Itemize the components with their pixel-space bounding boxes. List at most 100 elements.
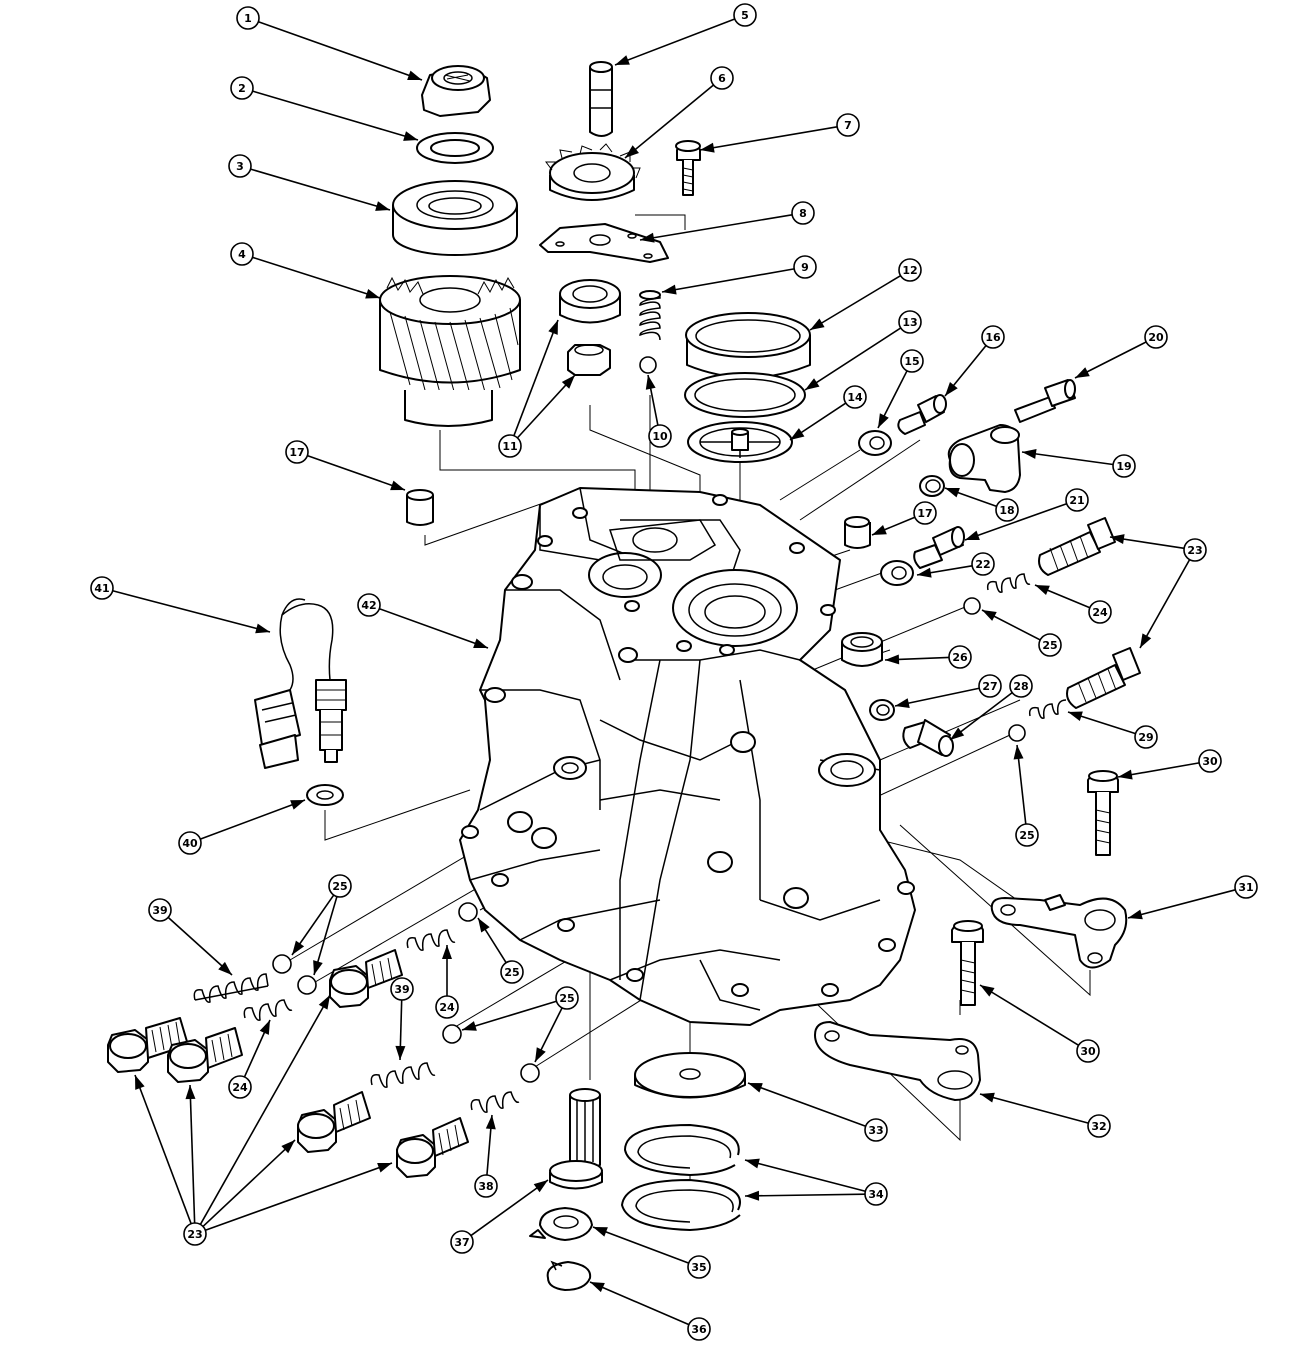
leader-arrow-c37-0 [533,1180,548,1193]
leader-line-c6-0 [624,84,715,159]
callout-number: 35 [691,1261,706,1274]
callout-circle [648,424,672,448]
callout-number: 30 [1202,755,1218,768]
leader-arrow-c35-0 [593,1227,608,1237]
callout-c27: 27 [978,674,1002,698]
callout-circle [1198,749,1222,773]
callout-number: 20 [1148,331,1164,344]
leader-arrow-c6-0 [625,145,639,158]
callout-number: 39 [152,904,167,917]
leader-line-c35-0 [592,1226,689,1264]
callout-circle [981,325,1005,349]
callout-number: 25 [1042,639,1057,652]
callout-c16: 16 [981,325,1005,349]
leader-arrow-c24c-0 [442,945,452,959]
shaft [589,61,613,137]
retainer-plate [539,223,669,263]
leader-arrow-c18-0 [945,487,960,498]
callout-circle [90,576,114,600]
callout-number: 3 [236,160,244,173]
leader-line-c12-0 [809,274,901,331]
callout-number: 33 [868,1124,883,1137]
callout-circle [1088,600,1112,624]
callout-circle [1144,325,1168,349]
transmission-case-housing [459,487,916,1026]
cover-plate [634,1052,746,1099]
oil-strainer [549,1088,603,1190]
callout-c25b: 25 [1015,823,1039,847]
plug-23-lower-left-b [167,1027,243,1083]
check-ball-25-b [297,975,317,995]
callout-c24a: 24 [1088,600,1112,624]
leader-line-c19-0 [1021,451,1114,466]
leader-arrow-c25c-1 [313,960,323,975]
leader-arrow-c25b-0 [1013,745,1024,760]
callout-number: 40 [182,837,198,850]
callout-circle [791,201,815,225]
leader-arrow-c22-0 [917,567,932,578]
leader-line-c40-0 [200,799,306,840]
bushing [841,632,883,667]
callout-number: 37 [454,1236,469,1249]
leader-arrow-c39b-0 [395,1045,406,1060]
leader-line-c23b-3 [202,1139,296,1228]
callout-c19: 19 [1112,454,1136,478]
callout-number: 6 [718,72,726,85]
elbow-fitting [947,424,1021,493]
leader-arrow-c21-0 [965,530,980,540]
callout-circle [898,310,922,334]
callout-c21: 21 [1065,488,1089,512]
leader-arrow-c8-0 [640,232,655,243]
spring-24-center [406,929,456,951]
callout-c14: 14 [843,385,867,409]
callout-number: 7 [844,119,852,132]
leader-arrow-c41-0 [255,623,270,634]
callout-number: 10 [652,430,668,443]
callout-number: 29 [1138,731,1153,744]
bracket-31 [990,894,1128,969]
callout-circle [1015,823,1039,847]
leader-arrow-c34-1 [745,1190,760,1201]
callout-circle [900,349,924,373]
bolt-21 [913,526,965,569]
callout-number: 16 [985,331,1001,344]
leader-arrow-c23b-3 [281,1140,295,1154]
leader-line-c17a-0 [307,454,406,491]
sealing-washer-40 [306,784,344,806]
leader-line-c1-0 [258,20,423,81]
callout-circle [228,1075,252,1099]
callout-circle [1038,633,1062,657]
check-ball-25-e [520,1063,540,1083]
callout-c24b: 24 [228,1075,252,1099]
callout-c25a: 25 [1038,633,1062,657]
callout-circle [357,593,381,617]
callout-c10: 10 [648,424,672,448]
leader-arrow-c36-0 [590,1282,605,1293]
leader-line-c32-0 [979,1093,1089,1124]
leader-arrow-c26-0 [885,654,900,665]
spring-38 [470,1091,520,1113]
callout-number: 25 [559,992,574,1005]
callout-c20: 20 [1144,325,1168,349]
sealing-washer-22 [880,560,914,586]
leader-line-c31-0 [1127,889,1236,919]
callout-c22: 22 [971,552,995,576]
leader-arrow-c23a-0 [1110,534,1125,545]
callout-number: 25 [1019,829,1034,842]
leader-line-c5-0 [614,18,736,66]
bolt-30-lower [951,920,984,1006]
leader-arrow-c16-0 [945,381,958,396]
leader-line-c36-0 [589,1281,690,1326]
leader-line-c23b-0 [134,1074,192,1224]
callout-number: 39 [394,983,409,996]
callout-c39a: 39 [148,898,172,922]
leader-arrow-c19-0 [1022,448,1037,459]
leader-arrow-c23b-1 [185,1085,196,1100]
callout-circle [555,986,579,1010]
snap-ring-upper [624,1124,740,1176]
callout-circle [1134,725,1158,749]
callout-circle [498,434,522,458]
callout-c18: 18 [995,498,1019,522]
callout-c37: 37 [450,1230,474,1254]
